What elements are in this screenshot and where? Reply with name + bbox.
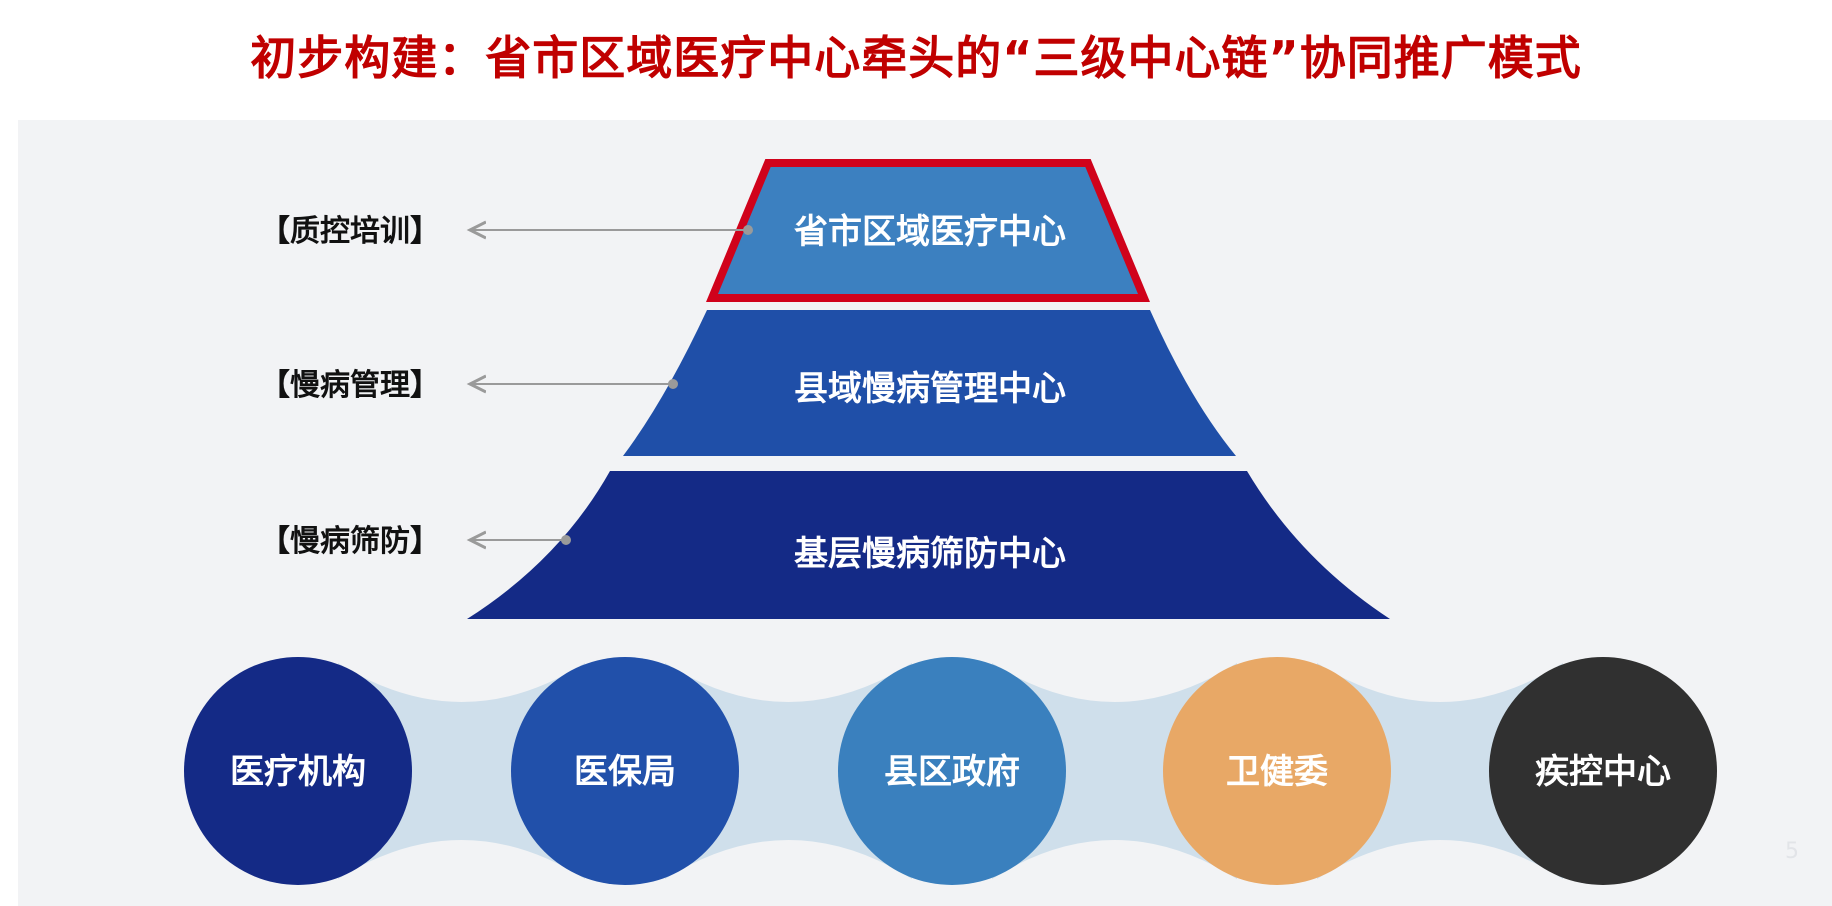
connector-bridge bbox=[992, 663, 1237, 879]
role-label-quality-training: 【质控培训】 bbox=[260, 214, 440, 249]
pyramid-level-bottom bbox=[467, 471, 1390, 619]
partner-label: 医疗机构 bbox=[230, 752, 366, 792]
partner-label: 县区政府 bbox=[884, 752, 1020, 792]
pyramid-level-top bbox=[706, 159, 1150, 302]
arrow-top bbox=[470, 225, 753, 235]
circle-connectors bbox=[338, 663, 1563, 879]
role-label-chronic-management: 【慢病管理】 bbox=[260, 368, 440, 403]
connector-bridge bbox=[338, 663, 585, 879]
level-label-bottom: 基层慢病筛防中心 bbox=[794, 534, 1066, 574]
level-label-middle: 县域慢病管理中心 bbox=[794, 369, 1066, 409]
partner-county-government: 县区政府 bbox=[838, 657, 1066, 885]
pyramid-level-middle bbox=[623, 310, 1236, 456]
partner-label: 疾控中心 bbox=[1535, 752, 1671, 792]
partner-cdc: 疾控中心 bbox=[1489, 657, 1717, 885]
partner-medical-insurance-bureau: 医保局 bbox=[511, 657, 739, 885]
connector-bridge bbox=[665, 663, 912, 879]
partner-label: 医保局 bbox=[574, 752, 676, 792]
role-label-chronic-screening: 【慢病筛防】 bbox=[260, 524, 440, 559]
partner-health-commission: 卫健委 bbox=[1163, 657, 1391, 885]
partner-label: 卫健委 bbox=[1226, 752, 1328, 792]
arrow-middle bbox=[470, 379, 678, 389]
arrow-bottom bbox=[470, 535, 571, 545]
level-label-top: 省市区域医疗中心 bbox=[794, 212, 1066, 252]
page-number: 5 bbox=[1785, 839, 1799, 864]
partner-medical-institutions: 医疗机构 bbox=[184, 657, 412, 885]
connector-bridge bbox=[1317, 663, 1563, 879]
slide-title: 初步构建：省市区域医疗中心牵头的“三级中心链”协同推广模式 bbox=[250, 31, 1582, 85]
